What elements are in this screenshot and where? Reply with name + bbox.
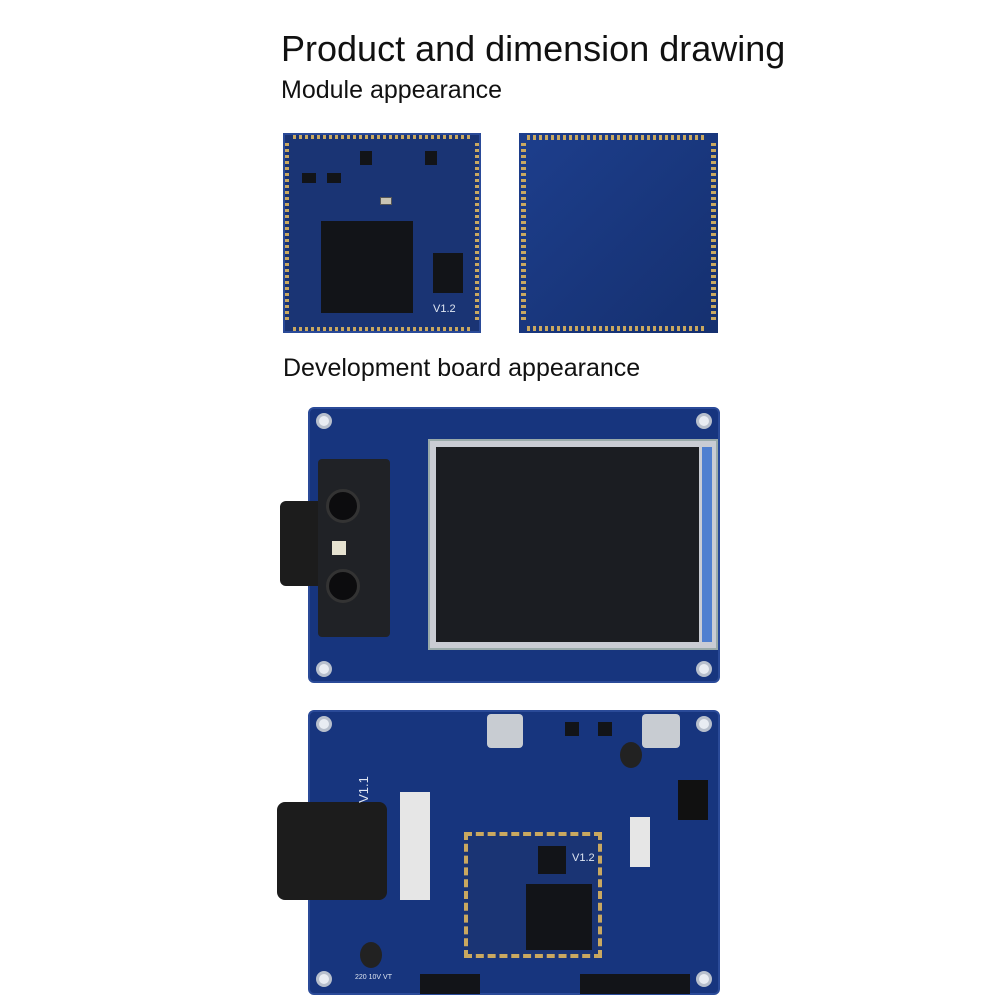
core-module: V1.2 (464, 832, 602, 958)
button (565, 722, 579, 736)
module-front-image: V1.2 (283, 133, 481, 333)
module-back-image (519, 133, 718, 333)
capacitor-label: 220 10V VT (355, 974, 392, 981)
ribbon-cable (277, 802, 387, 900)
camera-ribbon (280, 501, 324, 586)
flash-chip (433, 253, 463, 293)
capacitor (620, 742, 642, 768)
button (598, 722, 612, 736)
module-section-title: Module appearance (281, 76, 502, 104)
main-chip (321, 221, 413, 313)
board-version-label: V1.1 (355, 776, 371, 803)
core-version-label: V1.2 (572, 852, 595, 864)
capacitor (360, 942, 382, 968)
devboard-section-title: Development board appearance (283, 354, 641, 382)
lcd-screen (436, 447, 699, 642)
camera-module (318, 459, 390, 637)
module-version-label: V1.2 (433, 303, 456, 315)
devboard-back-image: V1.2 V1.1 220 10V VT (277, 710, 720, 995)
devboard-front-image (280, 407, 720, 683)
page-title: Product and dimension drawing (281, 28, 786, 69)
usb-c-port (642, 714, 680, 748)
usb-c-port (487, 714, 523, 748)
